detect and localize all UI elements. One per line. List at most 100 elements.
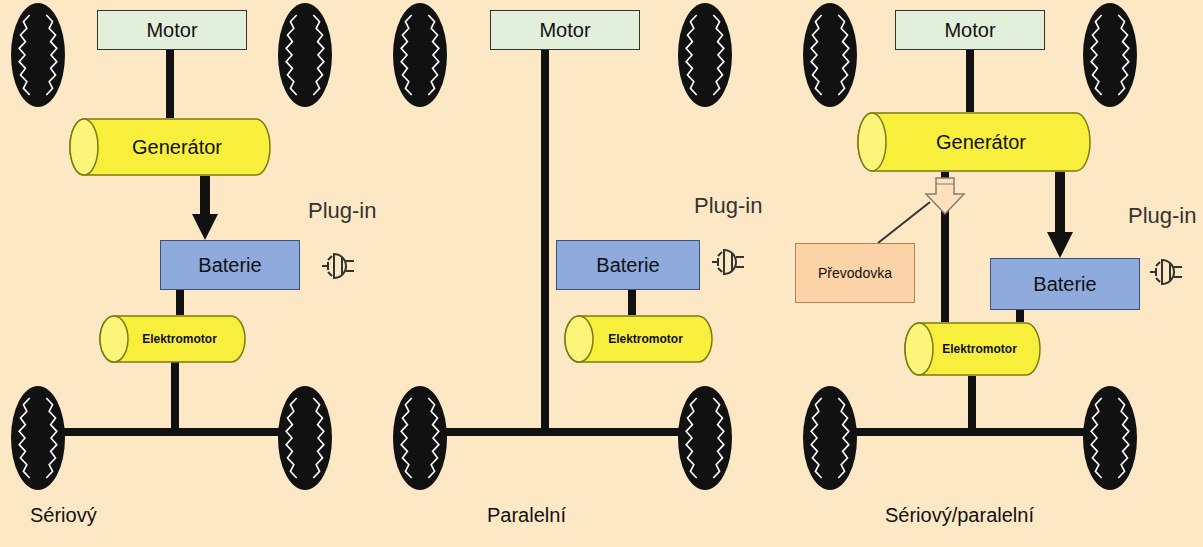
shaft [541, 48, 549, 432]
tread [1118, 15, 1129, 95]
panel-caption: Sériový [30, 504, 97, 527]
callout-box: Převodovka [795, 243, 915, 303]
engine-box: Motor [895, 10, 1045, 50]
tread [1091, 398, 1102, 478]
cylinder-body [70, 119, 270, 175]
wheel [278, 3, 332, 107]
plug-body [724, 250, 736, 274]
node-label: Generátor [936, 131, 1026, 154]
cylinder-body [858, 113, 1090, 171]
wheel [678, 3, 732, 107]
tread [838, 398, 849, 478]
tyre [1083, 386, 1137, 490]
wheel [1083, 3, 1137, 107]
plug-in-label: Plug-in [308, 198, 376, 224]
engine-box: Motor [490, 10, 640, 50]
node-label: Motor [944, 19, 995, 42]
shaft-connector [166, 50, 174, 118]
cord [322, 256, 332, 276]
axle [420, 428, 705, 436]
tread [713, 15, 724, 95]
tread [401, 15, 412, 95]
panel-caption: Paralelní [487, 504, 566, 527]
cylinder-component: Elektromotor [565, 315, 712, 363]
tyre [11, 386, 65, 490]
tread [286, 15, 297, 95]
wheel [393, 386, 447, 490]
cylinder-end [100, 316, 128, 362]
tread [811, 398, 822, 478]
cord [1150, 262, 1160, 282]
energy-arrow [1055, 172, 1065, 232]
cylinder-end [565, 316, 593, 362]
tread [713, 398, 724, 478]
node-label: Převodovka [818, 265, 892, 281]
tyre [278, 386, 332, 490]
shaft-connector [176, 290, 184, 315]
node-label: Elektromotor [942, 342, 1017, 356]
cylinder-component: Generátor [70, 118, 270, 176]
tread [811, 15, 822, 95]
plug-body [334, 254, 346, 278]
tread [686, 15, 697, 95]
tread [313, 398, 324, 478]
tyre [803, 386, 857, 490]
wheel [11, 3, 65, 107]
gearbox-symbol [936, 184, 954, 185]
tread [286, 398, 297, 478]
tread [313, 15, 324, 95]
node-label: Baterie [198, 254, 261, 277]
plug-in-label: Plug-in [1128, 203, 1196, 229]
plug-prongs [342, 257, 354, 275]
shaft [968, 376, 976, 432]
wheel [678, 386, 732, 490]
battery-box: Baterie [160, 240, 300, 290]
cord [712, 252, 722, 272]
gearbox-symbol [926, 178, 964, 214]
tyre [278, 3, 332, 107]
tread [838, 15, 849, 95]
node-label: Generátor [132, 136, 222, 159]
plug-icon [322, 254, 354, 278]
cylinder-component: Generátor [858, 112, 1090, 172]
plug-icon [1150, 260, 1182, 284]
wheel [803, 386, 857, 490]
plug-in-label: Plug-in [694, 193, 762, 219]
cylinder-body [100, 316, 245, 362]
tyre [1083, 3, 1137, 107]
cylinder-component: Elektromotor [100, 315, 245, 363]
wheel [393, 3, 447, 107]
tread [46, 398, 57, 478]
tread [46, 15, 57, 95]
cylinder-body [565, 316, 712, 362]
cylinder-end [70, 119, 98, 175]
tread [1118, 398, 1129, 478]
tread [19, 15, 30, 95]
wheel [11, 386, 65, 490]
tyre [11, 3, 65, 107]
tyre [393, 3, 447, 107]
node-label: Baterie [596, 254, 659, 277]
wheel [1083, 386, 1137, 490]
tread [428, 15, 439, 95]
plug-icon [712, 250, 744, 274]
shaft [171, 362, 179, 432]
tyre [393, 386, 447, 490]
battery-box: Baterie [990, 258, 1140, 310]
shaft-connector [1016, 310, 1024, 322]
wheel [278, 386, 332, 490]
battery-box: Baterie [556, 240, 700, 290]
tread [686, 398, 697, 478]
node-label: Motor [146, 19, 197, 42]
panel-caption: Sériový/paralelní [885, 504, 1034, 527]
cylinder-component: Elektromotor [905, 322, 1040, 376]
energy-arrow [200, 176, 210, 214]
tread [428, 398, 439, 478]
leader-line [878, 202, 930, 243]
tread [19, 398, 30, 478]
node-label: Elektromotor [142, 332, 217, 346]
plug-prongs [1170, 263, 1182, 281]
tread [401, 398, 412, 478]
plug-prongs [732, 253, 744, 271]
plug-body [1162, 260, 1174, 284]
